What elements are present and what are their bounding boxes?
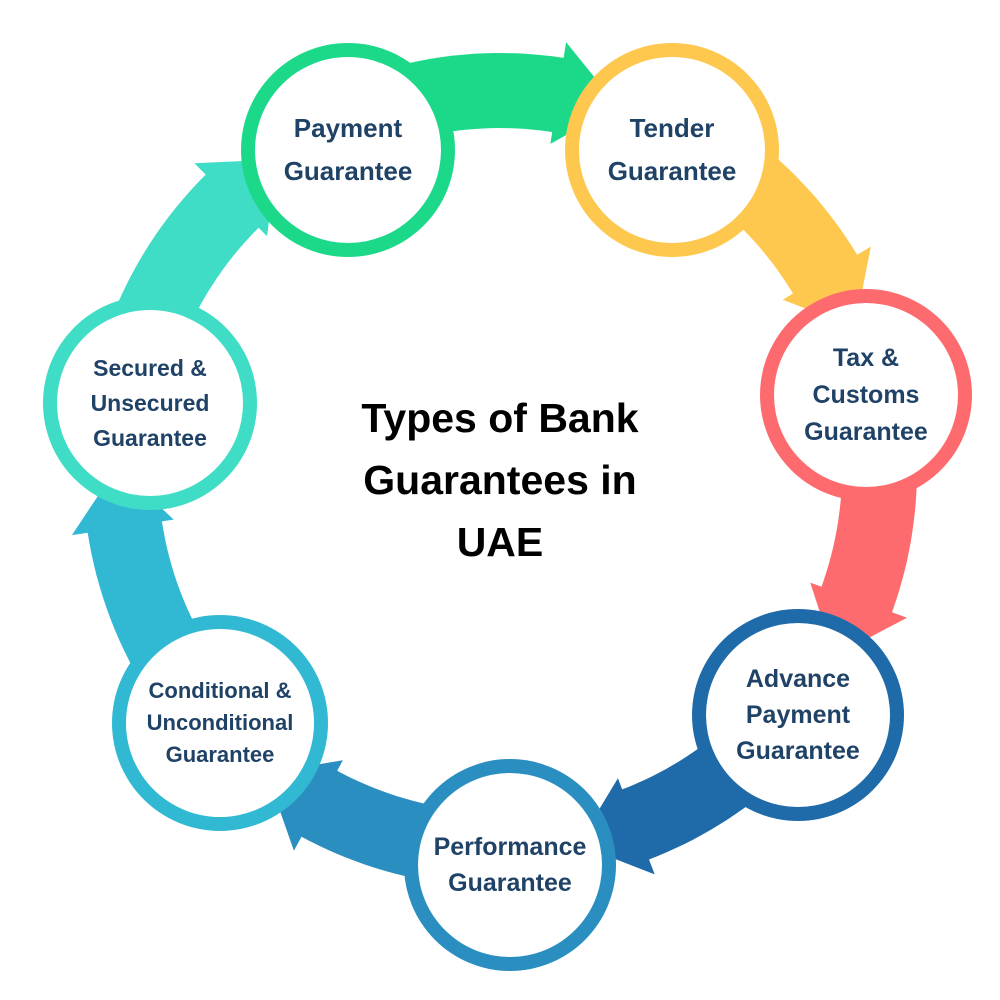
- node-circle-fill: [418, 773, 602, 957]
- node-circle-fill: [706, 623, 890, 807]
- node-circle-fill: [579, 57, 765, 243]
- node-label-tax-customs-guarantee: Tax & Customs Guarantee: [804, 343, 928, 446]
- node-label-payment-guarantee: Payment Guarantee: [283, 113, 413, 186]
- node-label-performance-guarantee: Performance Guarantee: [433, 833, 587, 897]
- node-circle-fill: [255, 57, 441, 243]
- node-label-secured-unsecured-guarantee: Secured & Unsecured Guarantee: [90, 354, 210, 451]
- node-label-tender-guarantee: Tender Guarantee: [607, 113, 737, 186]
- node-label-conditional-unconditional-guarantee: Conditional & Unconditional Guarantee: [146, 678, 294, 767]
- node-circle-fill: [126, 629, 314, 817]
- node-circle-fill: [57, 310, 243, 496]
- node-label-advance-payment-guarantee: Advance Payment Guarantee: [736, 665, 860, 765]
- node-circles: [43, 43, 972, 971]
- node-circle-fill: [774, 303, 958, 487]
- diagram-title: Types of Bank Guarantees in UAE: [361, 395, 639, 565]
